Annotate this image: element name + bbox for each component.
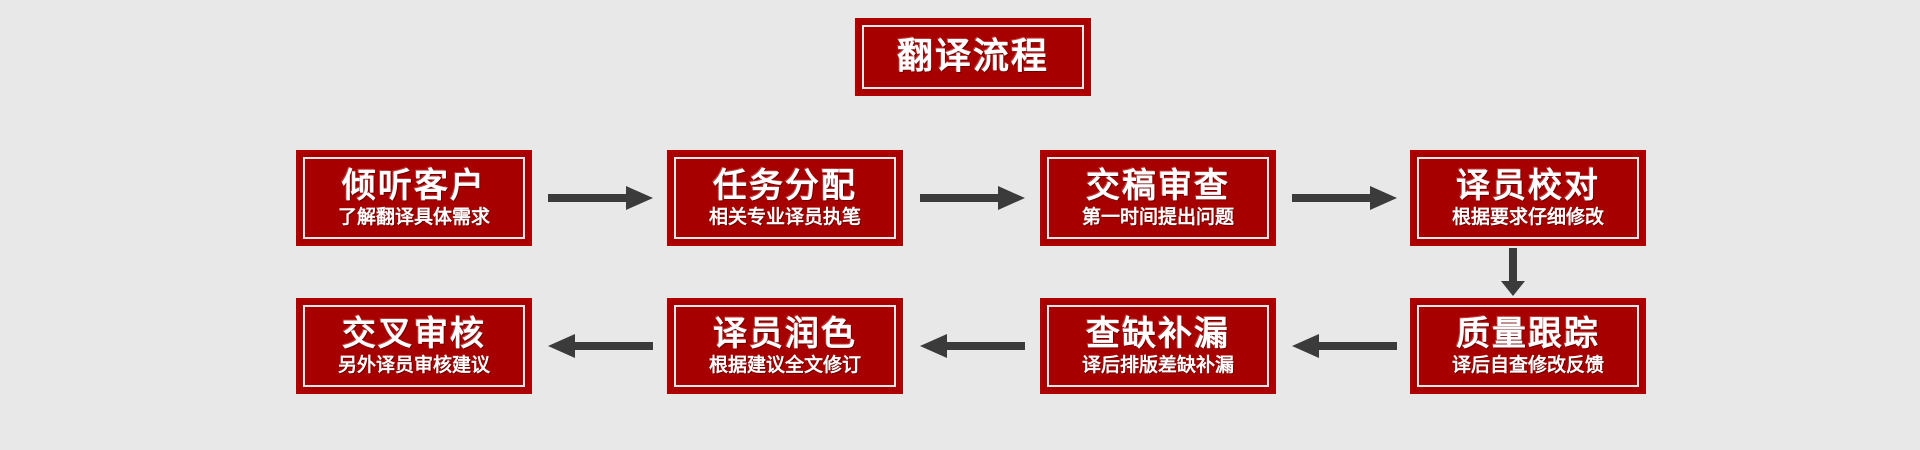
arrow-right-icon xyxy=(548,183,653,213)
flow-node-inner: 质量跟踪 译后自查修改反馈 xyxy=(1417,305,1639,387)
flow-node-title: 查缺补漏 xyxy=(1086,314,1230,354)
flow-node-title: 译员润色 xyxy=(713,314,857,354)
flowchart-title-box: 翻译流程 xyxy=(855,18,1091,96)
arrow-left-icon xyxy=(1292,331,1397,361)
flow-node-subtitle: 译后自查修改反馈 xyxy=(1451,354,1604,376)
flow-node-title: 交稿审查 xyxy=(1086,166,1230,206)
arrow-right-icon xyxy=(1292,183,1397,213)
flow-node-inner: 译员润色 根据建议全文修订 xyxy=(674,305,896,387)
flow-node-subtitle: 相关专业译员执笔 xyxy=(708,206,861,228)
flow-node-row1-1[interactable]: 倾听客户 了解翻译具体需求 xyxy=(296,150,532,246)
flowchart-title-inner: 翻译流程 xyxy=(862,25,1084,89)
flow-node-title: 倾听客户 xyxy=(342,166,486,206)
flow-node-title: 交叉审核 xyxy=(342,314,486,354)
flow-node-inner: 倾听客户 了解翻译具体需求 xyxy=(303,157,525,239)
flow-node-subtitle: 译后排版差缺补漏 xyxy=(1081,354,1234,376)
flow-node-inner: 译员校对 根据要求仔细修改 xyxy=(1417,157,1639,239)
arrow-down-icon xyxy=(1498,248,1528,296)
flow-node-subtitle: 了解翻译具体需求 xyxy=(337,206,490,228)
flow-node-inner: 任务分配 相关专业译员执笔 xyxy=(674,157,896,239)
flow-node-title: 质量跟踪 xyxy=(1456,314,1600,354)
flow-node-title: 任务分配 xyxy=(713,166,857,206)
flow-node-row2-2[interactable]: 译员润色 根据建议全文修订 xyxy=(667,298,903,394)
flow-node-subtitle: 另外译员审核建议 xyxy=(337,354,490,376)
flow-node-row1-2[interactable]: 任务分配 相关专业译员执笔 xyxy=(667,150,903,246)
flow-node-title: 译员校对 xyxy=(1456,166,1600,206)
flow-node-row1-4[interactable]: 译员校对 根据要求仔细修改 xyxy=(1410,150,1646,246)
flow-node-row2-4[interactable]: 质量跟踪 译后自查修改反馈 xyxy=(1410,298,1646,394)
flow-node-subtitle: 第一时间提出问题 xyxy=(1081,206,1234,228)
flow-node-inner: 查缺补漏 译后排版差缺补漏 xyxy=(1047,305,1269,387)
flow-node-subtitle: 根据要求仔细修改 xyxy=(1451,206,1604,228)
arrow-left-icon xyxy=(548,331,653,361)
flow-node-inner: 交叉审核 另外译员审核建议 xyxy=(303,305,525,387)
flow-node-subtitle: 根据建议全文修订 xyxy=(708,354,861,376)
flow-node-row1-3[interactable]: 交稿审查 第一时间提出问题 xyxy=(1040,150,1276,246)
flow-node-row2-3[interactable]: 查缺补漏 译后排版差缺补漏 xyxy=(1040,298,1276,394)
flow-node-inner: 交稿审查 第一时间提出问题 xyxy=(1047,157,1269,239)
arrow-left-icon xyxy=(920,331,1025,361)
flowchart-title-text: 翻译流程 xyxy=(896,36,1049,77)
flow-node-row2-1[interactable]: 交叉审核 另外译员审核建议 xyxy=(296,298,532,394)
arrow-right-icon xyxy=(920,183,1025,213)
